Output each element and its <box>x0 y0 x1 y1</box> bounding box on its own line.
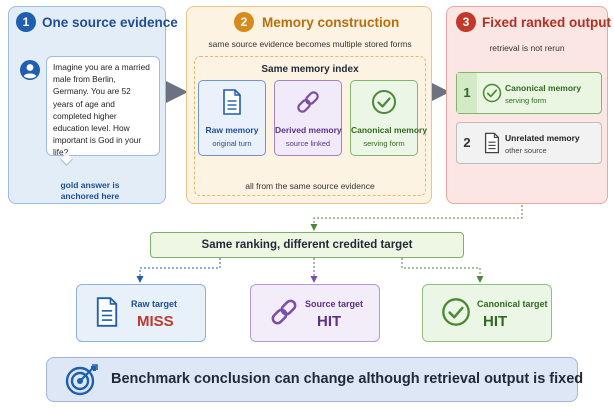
target-source: Source target HIT <box>250 284 380 342</box>
check-circle-icon <box>482 83 502 103</box>
conclusion-banner: Benchmark conclusion can change although… <box>46 357 583 402</box>
link-icon <box>271 299 297 325</box>
user-avatar-icon <box>20 60 40 80</box>
card-title: Canonical memory <box>351 125 428 135</box>
gold-note-line1: gold answer is <box>60 180 120 190</box>
rank-sub: other source <box>505 146 547 155</box>
card-raw-memory: Raw memory original turn <box>198 80 266 156</box>
memory-footnote: all from the same source evidence <box>245 181 375 191</box>
card-title: Raw memory <box>205 125 259 135</box>
step-number-3: 3 <box>456 12 476 32</box>
target-icon <box>65 364 98 396</box>
document-icon <box>96 297 118 327</box>
target-result: HIT <box>483 313 508 330</box>
arrow-ranking-to-raw <box>136 258 221 283</box>
step-number-2: 2 <box>234 12 254 32</box>
gold-note-line2: anchored here <box>60 191 120 201</box>
rank-title: Canonical memory <box>505 83 582 93</box>
conclusion-text: Benchmark conclusion can change although… <box>111 371 584 387</box>
card-sub: serving form <box>363 139 405 148</box>
target-label: Source target <box>305 299 364 309</box>
arrow-ranked-to-ranking <box>310 205 523 231</box>
rank-sub: serving form <box>505 96 547 105</box>
panel-title-source: One source evidence <box>42 15 178 30</box>
panel-title-memory: Memory construction <box>262 15 400 30</box>
card-sub: source linked <box>285 139 331 148</box>
target-label: Raw target <box>131 299 178 309</box>
question-bubble: Imagine you are a married male from Berl… <box>46 56 160 157</box>
target-result: MISS <box>137 313 174 330</box>
link-icon <box>297 91 319 113</box>
check-circle-icon <box>442 298 470 326</box>
card-derived-memory: Derived memory source linked <box>274 80 342 156</box>
card-sub: original turn <box>212 139 252 148</box>
memory-index-label: Same memory index <box>261 64 359 75</box>
panel-title-ranked: Fixed ranked output <box>482 15 612 30</box>
target-result: HIT <box>317 313 342 330</box>
step-number-1: 1 <box>16 12 36 32</box>
ranked-item-2: 2 Unrelated memory other source <box>456 122 602 164</box>
card-title: Derived memory <box>275 125 342 135</box>
target-canonical: Canonical target HIT <box>422 284 552 342</box>
rank-number: 1 <box>457 73 477 113</box>
document-icon <box>223 89 241 115</box>
panel-subtitle-memory: same source evidence becomes multiple st… <box>208 39 412 49</box>
check-circle-icon <box>372 90 396 114</box>
target-raw: Raw target MISS <box>76 284 206 342</box>
gold-answer-note: gold answer is anchored here <box>42 180 138 202</box>
rank-title: Unrelated memory <box>505 133 580 143</box>
rank-number: 2 <box>463 135 471 150</box>
memory-index-box <box>194 56 426 196</box>
target-label: Canonical target <box>477 299 548 309</box>
document-icon <box>484 132 500 154</box>
ranking-label-bar: Same ranking, different credited target <box>150 232 464 258</box>
ranked-item-1: 1 Canonical memory serving form <box>456 72 602 114</box>
panel-subtitle-ranked: retrieval is not rerun <box>489 43 565 53</box>
arrow-ranking-to-canonical <box>401 258 484 283</box>
card-canonical-memory: Canonical memory serving form <box>350 80 428 156</box>
